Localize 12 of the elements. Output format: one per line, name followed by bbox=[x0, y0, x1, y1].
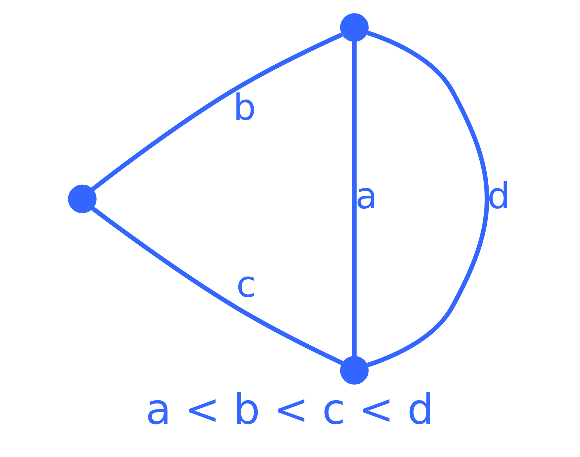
node-circle bbox=[68, 184, 97, 214]
edge-label: c bbox=[236, 264, 256, 306]
node-circle bbox=[340, 356, 369, 385]
edge-label: b bbox=[233, 86, 256, 129]
edge-label: d bbox=[488, 176, 510, 218]
node-circle bbox=[340, 14, 369, 42]
connector bbox=[91, 206, 344, 366]
connector bbox=[91, 32, 344, 192]
caption: a < b < c < d bbox=[146, 384, 434, 434]
edge-label: a bbox=[356, 176, 378, 218]
connector bbox=[367, 30, 490, 368]
connector bbox=[352, 41, 357, 357]
